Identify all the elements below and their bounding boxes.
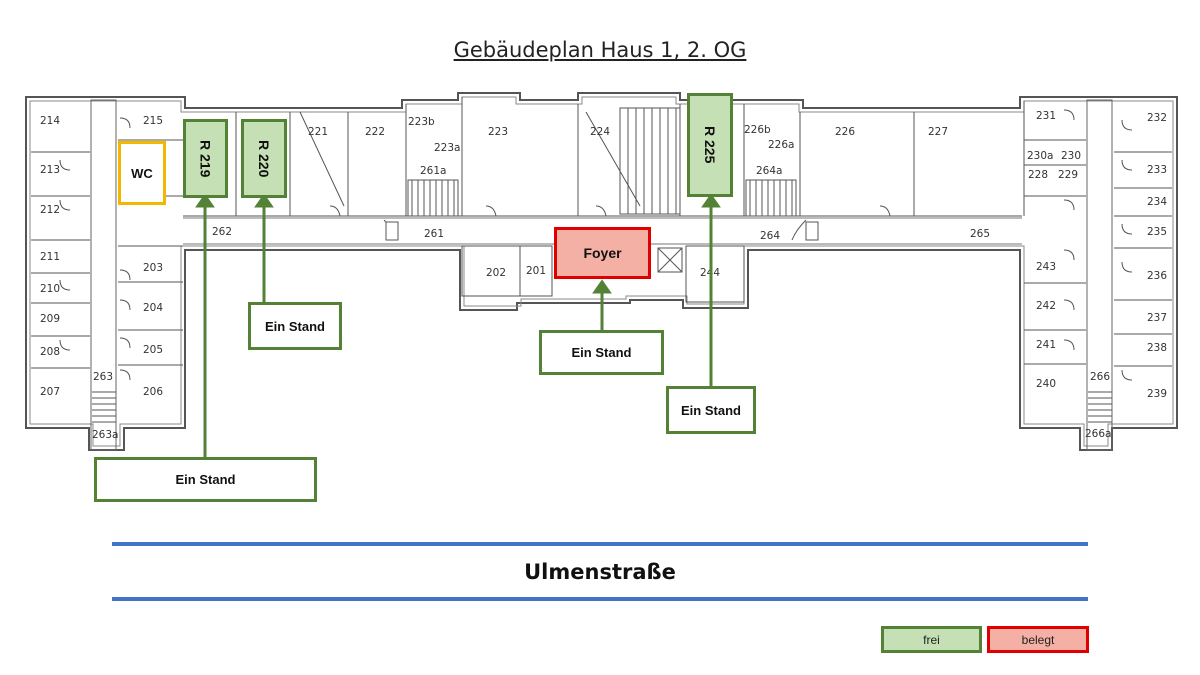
building-outline [25, 92, 1178, 451]
legend-busy: belegt [987, 626, 1089, 653]
room-wc[interactable]: WC [118, 141, 166, 205]
room-214: 214 [40, 115, 60, 127]
room-205: 205 [143, 344, 163, 356]
room-263a: 263a [92, 429, 118, 441]
room-210: 210 [40, 283, 60, 295]
room-203: 203 [143, 262, 163, 274]
room-208: 208 [40, 346, 60, 358]
legend-free: frei [881, 626, 982, 653]
room-242: 242 [1036, 300, 1056, 312]
room-226a: 226a [768, 139, 794, 151]
room-261a: 261a [420, 165, 446, 177]
room-233: 233 [1147, 164, 1167, 176]
room-265: 265 [970, 228, 990, 240]
room-230: 230 [1061, 150, 1081, 162]
room-221: 221 [308, 126, 328, 138]
room-232: 232 [1147, 112, 1167, 124]
room-206: 206 [143, 386, 163, 398]
room-266a: 266a [1085, 428, 1111, 440]
room-264a: 264a [756, 165, 782, 177]
room-231: 231 [1036, 110, 1056, 122]
room-263: 263 [93, 371, 113, 383]
room-226: 226 [835, 126, 855, 138]
arrow-head-foyer [592, 279, 612, 294]
room-r220[interactable]: R 220 [241, 119, 287, 198]
room-201: 201 [526, 265, 546, 277]
room-241: 241 [1036, 339, 1056, 351]
room-r225[interactable]: R 225 [687, 93, 733, 197]
room-212: 212 [40, 204, 60, 216]
room-238: 238 [1147, 342, 1167, 354]
room-262: 262 [212, 226, 232, 238]
room-228: 228 [1028, 169, 1048, 181]
room-237: 237 [1147, 312, 1167, 324]
room-224: 224 [590, 126, 610, 138]
room-240: 240 [1036, 378, 1056, 390]
plan-title: Gebäudeplan Haus 1, 2. OG [453, 38, 747, 62]
stand-box-r220[interactable]: Ein Stand [248, 302, 342, 350]
room-209: 209 [40, 313, 60, 325]
room-r219[interactable]: R 219 [183, 119, 228, 198]
room-223: 223 [488, 126, 508, 138]
room-211: 211 [40, 251, 60, 263]
room-226b: 226b [744, 124, 771, 136]
arrow-head-r219 [195, 193, 215, 208]
room-foyer[interactable]: Foyer [554, 227, 651, 279]
stand-box-r225[interactable]: Ein Stand [666, 386, 756, 434]
room-239: 239 [1147, 388, 1167, 400]
arrow-head-r225 [701, 193, 721, 208]
room-202: 202 [486, 267, 506, 279]
street-name: Ulmenstraße [524, 560, 676, 584]
room-266: 266 [1090, 371, 1110, 383]
room-207: 207 [40, 386, 60, 398]
room-223b: 223b [408, 116, 435, 128]
room-229: 229 [1058, 169, 1078, 181]
room-264: 264 [760, 230, 780, 242]
stand-box-r219[interactable]: Ein Stand [94, 457, 317, 502]
room-223a: 223a [434, 142, 460, 154]
room-234: 234 [1147, 196, 1167, 208]
room-261: 261 [424, 228, 444, 240]
room-243: 243 [1036, 261, 1056, 273]
arrow-head-r220 [254, 193, 274, 208]
room-215: 215 [143, 115, 163, 127]
room-213: 213 [40, 164, 60, 176]
room-235: 235 [1147, 226, 1167, 238]
room-230a: 230a [1027, 150, 1053, 162]
room-227: 227 [928, 126, 948, 138]
room-204: 204 [143, 302, 163, 314]
room-222: 222 [365, 126, 385, 138]
stand-box-foyer[interactable]: Ein Stand [539, 330, 664, 375]
room-236: 236 [1147, 270, 1167, 282]
